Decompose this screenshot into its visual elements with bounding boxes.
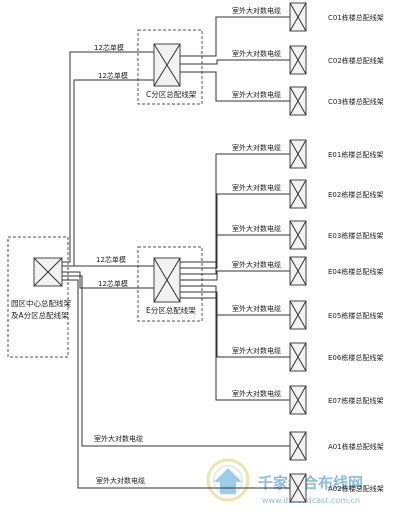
building-frame [289,2,307,32]
c-zone-box [137,29,203,105]
e-feed-top-label: 12芯单模 [96,255,126,264]
e-zone-label: E分区总配线架 [146,305,196,315]
building-frame [289,431,307,461]
cable-line [180,71,290,102]
building-frame [289,300,307,330]
building-frame [289,342,307,372]
building-frame [289,473,307,503]
c-zone-frame [153,43,181,87]
e-zone-frame [153,257,181,303]
building-frame [289,86,307,116]
building-frame-label: E07栋楼总配线架 [328,396,383,405]
building-frame-label: A02栋楼总配线架 [328,484,384,493]
building-frame-label: C02栋楼总配线架 [328,56,384,65]
cable-label: 室外大对数电缆 [232,224,281,233]
cable-label: 室外大对数电缆 [232,304,281,313]
building-frame-label: E04栋楼总配线架 [328,267,383,276]
cable-label: 室外大对数电缆 [96,476,145,485]
center-zone-box [7,236,69,358]
building-frame-label: C01栋楼总配线架 [328,13,384,22]
building-frame [289,385,307,415]
cable-label: 室外大对数电缆 [232,6,281,15]
c-feed-bottom-label: 12芯单模 [98,71,128,80]
building-frame-label: E01栋楼总配线架 [328,150,383,159]
watermark: 千家综合布线网 www.itbroadcast.com.cn [206,458,363,505]
cable-line [180,297,290,401]
cable-label: 室外大对数电缆 [232,49,281,58]
building-frame-label: E02栋楼总配线架 [328,190,383,199]
building-frame [289,256,307,286]
cable-line [180,59,290,65]
cable-label: 室外大对数电缆 [232,346,281,355]
cable-label: 室外大对数电缆 [232,183,281,192]
cable-label: 室外大对数电缆 [94,434,143,443]
building-frame-label: E06栋楼总配线架 [328,353,383,362]
center-distribution-frame [33,257,63,287]
building-frame-label: C03栋楼总配线架 [328,97,384,106]
c-feed-top-label: 12芯单模 [94,43,124,52]
cable-line [180,291,290,358]
cable-line [180,193,290,269]
cable-label: 室外大对数电缆 [232,260,281,269]
building-frame [289,220,307,250]
center-label-line1: 园区中心总配线架 [11,298,71,308]
cable-label: 室外大对数电缆 [232,389,281,398]
watermark-ring-icon [206,458,250,502]
cable-line [180,153,290,263]
c-zone-label: C分区总配线架 [146,89,197,99]
building-frame [289,139,307,169]
building-frame-label: A01栋楼总配线架 [328,442,384,451]
backbone-wiring [62,51,290,489]
cable-line [180,234,290,275]
cable-label: 室外大对数电缆 [232,90,281,99]
cable-label: 室外大对数电缆 [232,143,281,152]
e-zone-box [137,246,203,322]
cable-line [180,16,290,57]
building-frame [289,45,307,75]
building-frame [289,179,307,209]
e-feed-bottom-label: 12芯单模 [98,279,128,288]
center-label-line2: 及A分区总配线架 [11,310,69,320]
building-frame-label: E03栋楼总配线架 [328,231,383,240]
building-frame-label: E05栋楼总配线架 [328,311,383,320]
cable-line [180,270,290,281]
watermark-url: www.itbroadcast.com.cn [262,496,360,505]
